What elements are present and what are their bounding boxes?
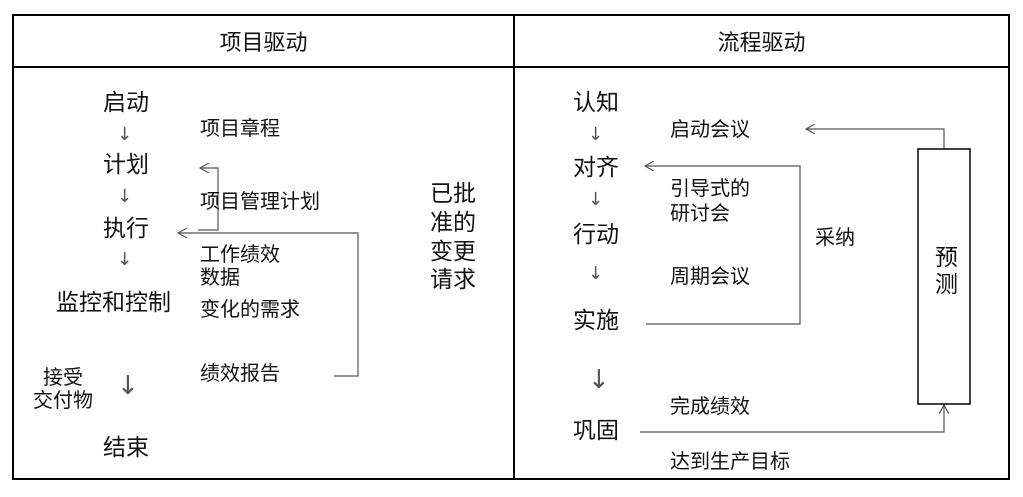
step-alignment: 对齐: [573, 155, 619, 181]
step-close: 结束: [103, 435, 149, 461]
implement-feedback-line: [645, 166, 801, 325]
note-project-charter: 项目章程: [200, 116, 280, 140]
note-work-performance-data: 工作绩效 数据: [200, 242, 280, 289]
note-changing-requirements: 变化的需求: [200, 297, 300, 321]
note-reach-production-goal: 达到生产目标: [670, 449, 790, 473]
note-achieve-performance: 完成绩效: [670, 394, 750, 418]
down-arrow-icon: ↓: [588, 263, 604, 284]
down-arrow-icon: ↓: [117, 371, 139, 401]
process-driven-panel: 流程驱动: [513, 14, 1010, 480]
report-feedback-line: [178, 233, 359, 377]
down-arrow-icon: ↓: [117, 124, 133, 145]
step-monitor-control: 监控和控制: [56, 290, 171, 316]
step-consolidation: 巩固: [573, 418, 619, 444]
consolidate-to-forecast-line: [640, 405, 944, 433]
note-kickoff-meeting: 启动会议: [670, 117, 750, 141]
note-project-management-plan: 项目管理计划: [200, 189, 320, 213]
step-execute: 执行: [103, 216, 149, 242]
note-approved-change-requests: 已批 准的 变更 请求: [430, 181, 476, 294]
plan-feedback-line: [198, 168, 219, 231]
project-driven-title: 项目驱动: [14, 16, 513, 68]
down-arrow-icon: ↓: [588, 189, 604, 210]
forecast-feedback-line: [806, 129, 945, 149]
down-arrow-icon: ↓: [588, 365, 610, 395]
forecast-label: 预测: [930, 245, 957, 299]
down-arrow-icon: ↓: [117, 249, 133, 270]
step-implementation: 实施: [573, 308, 619, 334]
step-initiate: 启动: [103, 90, 149, 116]
step-accept-deliverables: 接受 交付物: [33, 365, 93, 412]
step-awareness: 认知: [573, 90, 619, 116]
down-arrow-icon: ↓: [588, 124, 604, 145]
note-facilitated-workshop: 引导式的 研讨会: [670, 176, 750, 225]
process-driven-title: 流程驱动: [515, 16, 1008, 68]
note-periodic-meeting: 周期会议: [670, 264, 750, 288]
down-arrow-icon: ↓: [117, 186, 133, 207]
note-adopt: 采纳: [815, 225, 855, 249]
step-action: 行动: [573, 222, 619, 248]
forecast-box: [917, 148, 971, 405]
note-performance-report: 绩效报告: [200, 361, 280, 385]
step-plan: 计划: [103, 152, 149, 178]
